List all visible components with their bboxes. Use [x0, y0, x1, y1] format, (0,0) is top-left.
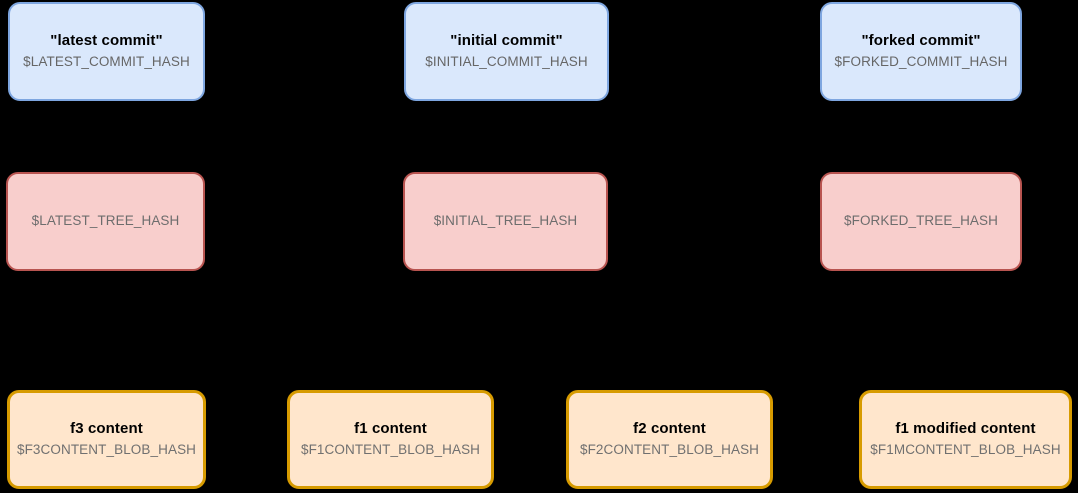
- blob-node-f2-content[interactable]: f2 content $F2CONTENT_BLOB_HASH: [566, 390, 773, 489]
- tree-hash-forked: $FORKED_TREE_HASH: [844, 213, 998, 229]
- commit-node-latest[interactable]: "latest commit" $LATEST_COMMIT_HASH: [8, 2, 205, 101]
- tree-hash-initial: $INITIAL_TREE_HASH: [433, 213, 578, 229]
- blob-hash-f1-content: $F1CONTENT_BLOB_HASH: [300, 441, 481, 457]
- commit-node-forked[interactable]: "forked commit" $FORKED_COMMIT_HASH: [820, 2, 1022, 101]
- blob-node-f1-content[interactable]: f1 content $F1CONTENT_BLOB_HASH: [287, 390, 494, 489]
- tree-hash-latest: $LATEST_TREE_HASH: [31, 213, 180, 229]
- blob-node-f3-content[interactable]: f3 content $F3CONTENT_BLOB_HASH: [7, 390, 206, 489]
- blob-hash-f1-modified-content: $F1MCONTENT_BLOB_HASH: [870, 441, 1061, 457]
- blob-title-f1-content: f1 content: [354, 420, 427, 438]
- commit-title-forked: "forked commit": [861, 32, 981, 50]
- blob-hash-f3-content: $F3CONTENT_BLOB_HASH: [16, 441, 197, 457]
- blob-title-f3-content: f3 content: [70, 420, 143, 438]
- tree-node-forked[interactable]: $FORKED_TREE_HASH: [820, 172, 1022, 271]
- commit-title-latest: "latest commit": [50, 32, 163, 50]
- tree-node-latest[interactable]: $LATEST_TREE_HASH: [6, 172, 205, 271]
- tree-node-initial[interactable]: $INITIAL_TREE_HASH: [403, 172, 608, 271]
- blob-node-f1-modified-content[interactable]: f1 modified content $F1MCONTENT_BLOB_HAS…: [859, 390, 1072, 489]
- blob-title-f1-modified-content: f1 modified content: [895, 420, 1036, 438]
- commit-title-initial: "initial commit": [450, 32, 563, 50]
- blob-title-f2-content: f2 content: [633, 420, 706, 438]
- commit-hash-latest: $LATEST_COMMIT_HASH: [23, 53, 190, 69]
- commit-hash-initial: $INITIAL_COMMIT_HASH: [425, 53, 588, 69]
- commit-hash-forked: $FORKED_COMMIT_HASH: [834, 53, 1008, 69]
- blob-hash-f2-content: $F2CONTENT_BLOB_HASH: [579, 441, 760, 457]
- commit-node-initial[interactable]: "initial commit" $INITIAL_COMMIT_HASH: [404, 2, 609, 101]
